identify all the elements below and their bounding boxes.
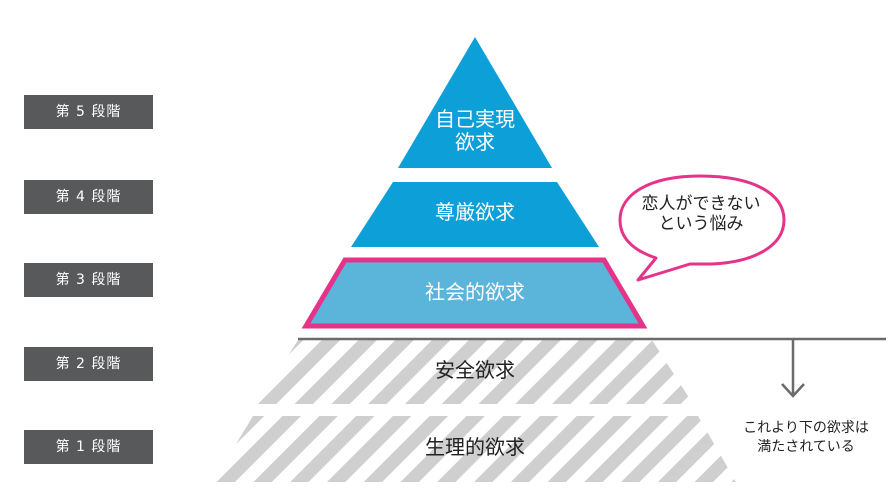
tier-self-actualization-label: 自己実現 欲求 bbox=[415, 108, 535, 154]
satisfied-note-line-2: 満たされている bbox=[757, 438, 855, 455]
tier-social-shape bbox=[301, 257, 648, 329]
tier-physiological-label: 生理的欲求 bbox=[425, 435, 525, 459]
tier-esteem-label: 尊厳欲求 bbox=[435, 200, 515, 224]
speech-bubble-shape bbox=[618, 174, 786, 282]
tier-esteem-shape bbox=[351, 182, 599, 247]
tier-safety-label: 安全欲求 bbox=[435, 358, 515, 382]
tier-self-actualization-line-1: 自己実現 bbox=[435, 107, 515, 131]
tier-self-actualization-shape bbox=[398, 37, 552, 168]
tier-self-actualization-line-2: 欲求 bbox=[455, 130, 495, 154]
level-2-label: 第 2 段階 bbox=[24, 347, 153, 381]
down-arrow-head-icon bbox=[781, 383, 805, 398]
level-5-label: 第 5 段階 bbox=[24, 95, 153, 129]
level-1-label: 第 1 段階 bbox=[24, 430, 153, 464]
satisfied-note: これより下の欲求は 満たされている bbox=[722, 419, 890, 457]
tier-physiological-shape bbox=[213, 416, 736, 482]
speech-bubble-text: 恋人ができない という悩み bbox=[624, 194, 778, 235]
tier-social-label: 社会的欲求 bbox=[425, 280, 525, 304]
tier-safety-shape bbox=[258, 340, 693, 404]
satisfied-note-line-1: これより下の欲求は bbox=[743, 420, 869, 436]
level-4-label: 第 4 段階 bbox=[24, 180, 153, 214]
speech-bubble-line-2: という悩み bbox=[658, 214, 744, 235]
level-3-label: 第 3 段階 bbox=[24, 263, 153, 297]
speech-bubble-line-1: 恋人ができない bbox=[641, 194, 761, 214]
